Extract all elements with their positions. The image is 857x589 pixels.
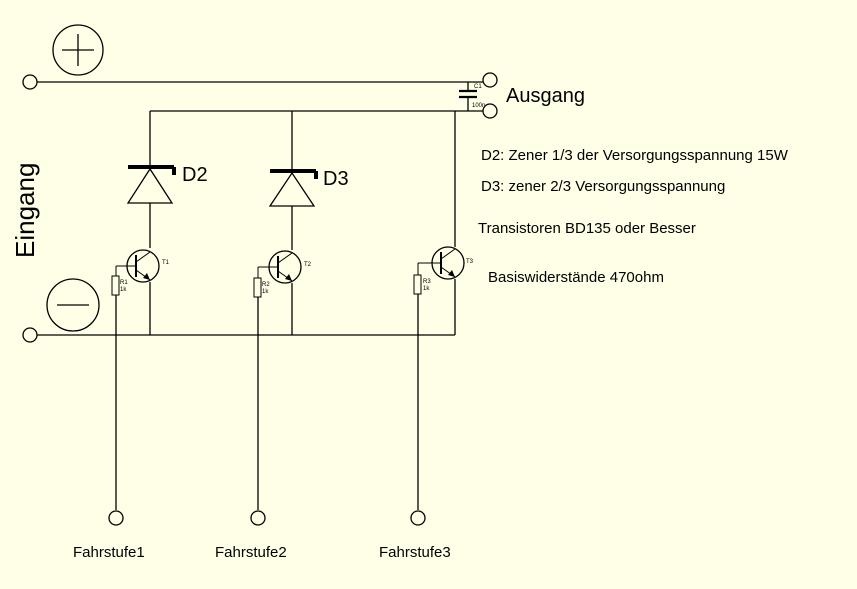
transistor-t1 [116,249,160,283]
transistor-t1-label: T1 [162,260,170,266]
fahrstufe3-label: Fahrstufe3 [379,544,451,561]
transistor-t3 [418,246,465,280]
resistor-r1-value: 1k [120,287,127,293]
fahrstufe3-terminal[interactable] [410,510,426,526]
zener-diode-d2 [126,165,176,204]
resistor-r3-value: 1k [423,286,430,292]
resistor-r2 [253,277,262,298]
transistor-t3-label: T3 [466,259,474,265]
input-positive-terminal[interactable] [22,74,38,90]
resistor-r2-value: 1k [262,289,269,295]
resistor-r1-ref: R1 [120,280,128,286]
resistor-r3-ref: R3 [423,279,431,285]
diode-d2-label: D2 [182,164,208,186]
capacitor-ref-label: C1 [474,84,482,90]
resistor-r3 [413,274,422,295]
resistor-r2-ref: R2 [262,282,270,288]
note-d3: D3: zener 2/3 Versorgungsspannung [481,178,725,195]
transistor-t2 [258,250,302,284]
note-d2: D2: Zener 1/3 der Versorgungsspannung 15… [481,147,789,164]
zener-diode-d3 [268,169,318,207]
fahrstufe2-label: Fahrstufe2 [215,544,287,561]
transistor-t2-label: T2 [304,262,312,268]
capacitor-value-label: 100n [472,103,485,109]
output-positive-terminal[interactable] [482,72,498,88]
output-label: Ausgang [506,85,585,107]
input-label: Eingang [10,163,40,258]
minus-symbol [46,278,100,332]
branch-1 [111,111,176,510]
resistor-r1 [111,275,120,296]
fahrstufe1-terminal[interactable] [108,510,124,526]
diode-d3-label: D3 [323,168,349,190]
output-negative-terminal[interactable] [482,103,498,119]
input-negative-terminal[interactable] [22,327,38,343]
plus-symbol [52,24,104,76]
branch-3 [413,111,465,510]
fahrstufe2-terminal[interactable] [250,510,266,526]
note-base-resistors: Basiswiderstände 470ohm [488,269,664,286]
fahrstufe1-label: Fahrstufe1 [73,544,145,561]
branch-2 [253,111,318,510]
capacitor-c1 [459,82,477,111]
note-transistors: Transistoren BD135 oder Besser [478,220,696,237]
